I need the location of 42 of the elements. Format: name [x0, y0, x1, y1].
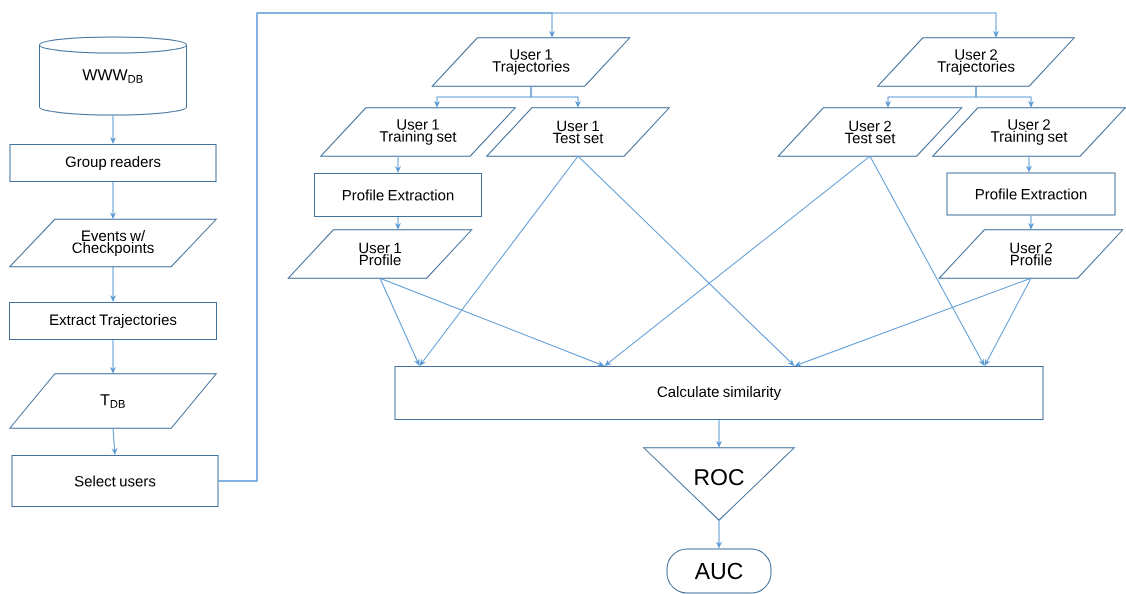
- data-parallelogram: User 1 Profile: [287, 229, 473, 279]
- arrow: [716, 419, 722, 448]
- arrow: [218, 12, 999, 482]
- database-cylinder: WWW$_{DB}$: [39, 36, 187, 116]
- triangle-node: ROC: [643, 447, 795, 521]
- arrow: [975, 85, 1034, 108]
- process-box: Extract Trajectories: [9, 302, 217, 340]
- data-parallelogram: User 2 Training set: [932, 107, 1126, 157]
- arrow: [395, 216, 401, 230]
- data-parallelogram: User 2 Profile: [938, 229, 1124, 279]
- data-parallelogram: User 2 Trajectories: [877, 37, 1075, 87]
- arrow: [110, 339, 116, 374]
- data-parallelogram: User 1 Training set: [320, 107, 516, 157]
- data-parallelogram: User 2 Test set: [777, 107, 963, 157]
- data-parallelogram: Events w/ Checkpoints: [9, 218, 217, 268]
- arrow: [577, 155, 795, 366]
- data-parallelogram: User 1 Trajectories: [431, 37, 631, 87]
- process-box: Group readers: [9, 144, 217, 182]
- arrow: [379, 277, 604, 367]
- arrow: [110, 181, 116, 219]
- process-box: Calculate similarity: [394, 366, 1044, 420]
- arrow: [112, 427, 117, 455]
- process-box: Profile Extraction: [946, 172, 1116, 216]
- arrow: [419, 155, 579, 366]
- process-box: Profile Extraction: [314, 173, 482, 217]
- arrow: [379, 277, 420, 366]
- arrow: [1026, 155, 1032, 172]
- arrow: [605, 155, 871, 366]
- data-parallelogram: T$_{DB}$: [9, 373, 217, 429]
- arrow: [110, 266, 116, 302]
- arrow: [110, 114, 116, 144]
- node-label: WWW$_{DB}$: [82, 69, 143, 83]
- arrow: [869, 155, 985, 366]
- arrow: [795, 277, 1032, 367]
- arrow: [530, 85, 581, 108]
- arrow: [395, 155, 401, 173]
- process-box: Select users: [11, 455, 219, 507]
- terminal-box: AUC: [666, 548, 772, 594]
- arrow: [1028, 215, 1034, 230]
- data-parallelogram: User 1 Test set: [486, 107, 670, 157]
- arrow: [716, 519, 722, 548]
- arrow: [984, 277, 1032, 366]
